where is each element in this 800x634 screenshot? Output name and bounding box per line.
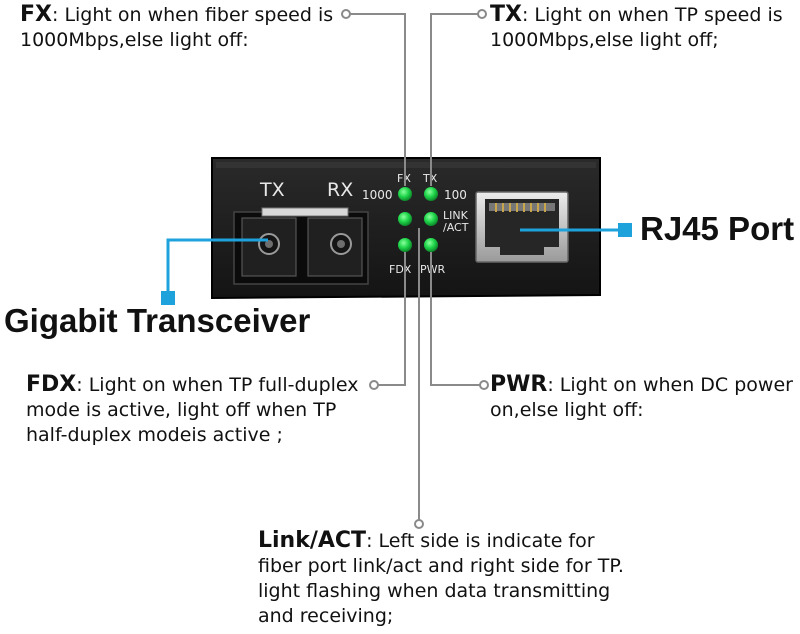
annotation-pwr-text2: on,else light off: (490, 399, 644, 421)
annotation-fdx-text: : Light on when TP full-duplex (76, 374, 359, 396)
annotation-pwr-text: : Light on when DC power (547, 374, 793, 396)
led-tx (424, 187, 438, 201)
led-pwr (424, 238, 438, 252)
device-label-1000: 1000 (362, 188, 393, 202)
device-label-link: LINK (443, 209, 469, 222)
annotation-link-text2: fiber port link/act and right side for T… (258, 555, 624, 577)
annotation-tx-key: TX (490, 2, 522, 27)
leader-dot-tx (477, 9, 487, 19)
device-label-tx: TX (259, 179, 285, 201)
annotation-tx: TX: Light on when TP speed is 1000Mbps,e… (490, 2, 783, 53)
annotation-link-text3: light flashing when data transmitting (258, 580, 611, 602)
annotation-fdx-key: FDX (26, 372, 77, 397)
led-link-tp (424, 212, 438, 226)
leader-dot-fdx (369, 380, 379, 390)
leader-dot-pwr (479, 380, 489, 390)
annotation-fdx: FDX: Light on when TP full-duplex mode i… (26, 372, 359, 448)
device-label-pwr: PWR (420, 263, 446, 276)
led-link-fiber (398, 212, 412, 226)
leader-dot-fx (341, 9, 351, 19)
annotation-pwr: PWR: Light on when DC power on,else ligh… (490, 372, 793, 423)
annotation-fx-key: FX (20, 2, 52, 27)
callout-rj45 (520, 223, 632, 237)
annotation-link: Link/ACT: Left side is indicate for fibe… (258, 528, 624, 629)
annotation-link-text4: and receiving; (258, 605, 394, 627)
led-fdx (398, 238, 412, 252)
leader-dot-link (414, 519, 424, 529)
annotation-link-text: : Left side is indicate for (366, 530, 595, 552)
annotation-pwr-key: PWR (490, 372, 548, 397)
annotation-tx-text: : Light on when TP speed is (521, 4, 783, 26)
device-label-100: 100 (444, 188, 467, 202)
annotation-fdx-text2: mode is active, light off when TP (26, 399, 337, 421)
annotation-fx: FX: Light on when fiber speed is 1000Mbp… (20, 2, 333, 53)
leader-lines (346, 13, 484, 524)
led-fx (398, 187, 412, 201)
callout-transceiver-label: Gigabit Transceiver (4, 302, 311, 339)
annotation-fx-text: : Light on when fiber speed is (52, 4, 334, 26)
rj45-port (475, 191, 569, 263)
annotation-fx-text2: 1000Mbps,else light off: (20, 29, 249, 51)
annotation-link-key: Link/ACT (258, 528, 367, 553)
device-label-fdx: FDX (389, 263, 412, 276)
annotation-tx-text2: 1000Mbps,else light off; (490, 29, 719, 51)
callout-transceiver (161, 238, 268, 305)
device-label-rx: RX (327, 179, 353, 201)
callout-rj45-label: RJ45 Port (640, 210, 795, 247)
sc-fiber-port (233, 207, 369, 285)
annotation-fdx-text3: half-duplex modeis active ; (26, 424, 283, 446)
device-label-led-tx: TX (422, 172, 438, 185)
device-label-act: /ACT (443, 221, 469, 234)
